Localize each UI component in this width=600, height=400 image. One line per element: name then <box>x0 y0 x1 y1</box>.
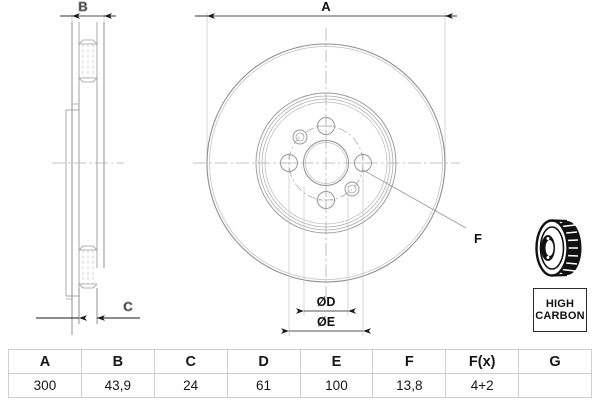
table-value-b: 43,9 <box>80 373 155 398</box>
table-header-f: F <box>372 349 447 374</box>
hat-step-circle-2 <box>264 101 388 225</box>
high-carbon-badge: HIGH CARBON <box>533 288 587 332</box>
table-header-a: A <box>8 349 82 374</box>
dimension-label-b: B <box>78 0 87 14</box>
brake-disc-icon <box>535 219 582 277</box>
specification-table: A B C D E F F(x) G 300 43,9 24 61 100 13… <box>8 349 592 398</box>
dimension-diameter-d <box>296 186 356 316</box>
table-value-a: 300 <box>8 373 82 398</box>
table-value-d: 61 <box>226 373 301 398</box>
dimension-label-diameter-d: ØD <box>317 295 336 309</box>
dimension-f-leader <box>362 169 467 229</box>
badge-line-2: CARBON <box>535 310 585 322</box>
hat-outer-circle <box>258 95 394 231</box>
table-header-c: C <box>153 349 228 374</box>
threaded-hole <box>344 181 360 197</box>
centre-bore-circle-d <box>303 140 349 186</box>
badge-line-1: HIGH <box>545 297 575 310</box>
threaded-hole <box>292 129 308 145</box>
table-header-b: B <box>80 349 155 374</box>
table-header-row: A B C D E F F(x) G <box>8 349 592 374</box>
table-value-fx: 4+2 <box>445 373 520 398</box>
table-value-f: 13,8 <box>372 373 447 398</box>
table-value-e: 100 <box>299 373 374 398</box>
dimension-diameter-e <box>281 172 371 336</box>
table-value-g <box>518 373 592 398</box>
friction-ring-inner-circle <box>255 92 397 234</box>
table-header-g: G <box>518 349 592 374</box>
hat-step-circle-1 <box>261 98 391 228</box>
face-view: A <box>193 0 482 336</box>
table-value-c: 24 <box>153 373 228 398</box>
table-value-row: 300 43,9 24 61 100 13,8 4+2 <box>8 373 592 398</box>
dimension-a <box>195 12 457 170</box>
dimension-label-f: F <box>474 231 482 246</box>
threaded-holes-group <box>292 129 360 197</box>
threaded-hole-inner <box>295 132 305 142</box>
table-header-fx: F(x) <box>445 349 520 374</box>
section-view: B <box>36 0 140 335</box>
dimension-label-c: C <box>123 299 133 314</box>
centre-bore-chamfer <box>305 142 347 184</box>
disc-outer-circle <box>206 43 446 283</box>
dimension-label-diameter-e: ØE <box>317 315 335 329</box>
dimension-label-a: A <box>321 0 331 14</box>
table-header-d: D <box>226 349 301 374</box>
bolt-holes-group <box>279 116 373 210</box>
table-header-e: E <box>299 349 374 374</box>
disc-outer-chamfer-circle <box>209 46 443 280</box>
